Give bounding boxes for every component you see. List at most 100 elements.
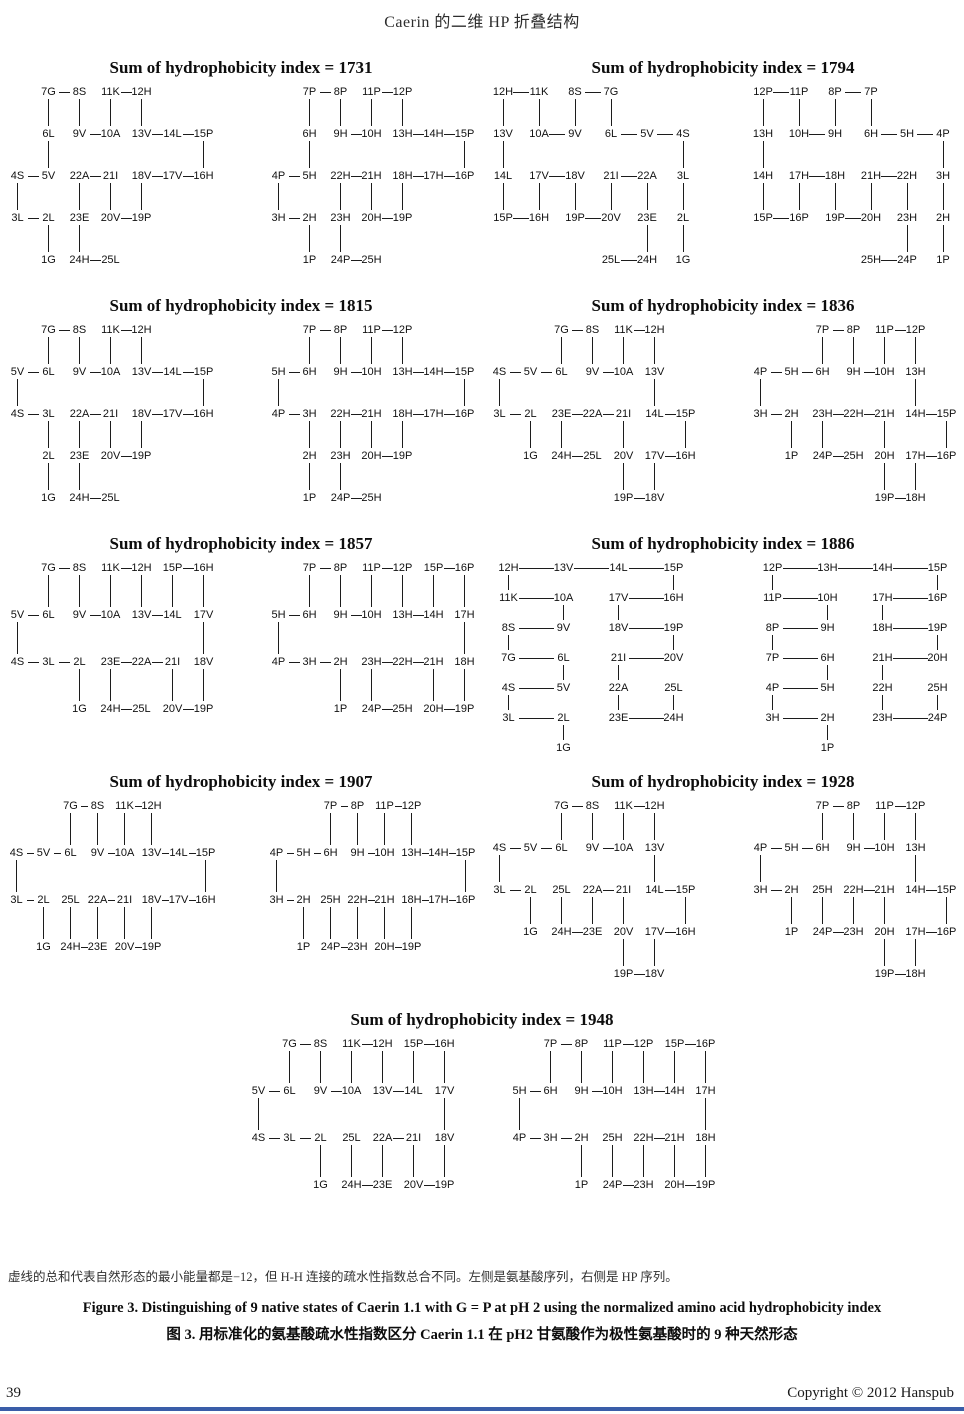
residue-node: 12H <box>492 86 514 98</box>
residue-node: 11K <box>101 86 120 98</box>
residue-node: 14L <box>163 128 182 140</box>
peptide-bond <box>782 718 818 719</box>
residue-node: 15P <box>927 562 948 574</box>
peptide-bond <box>124 907 125 939</box>
residue-node: 5H <box>899 128 915 140</box>
peptide-bond <box>27 615 39 616</box>
peptide-bond <box>881 176 897 177</box>
peptide-bond <box>773 218 789 219</box>
residue-node: 24H <box>663 712 684 724</box>
residue-node: 8S <box>72 324 87 336</box>
residue-node: 10H <box>817 592 838 604</box>
peptide-bond <box>27 218 39 219</box>
residue-node: 19P <box>193 703 214 715</box>
residue-node: 2L <box>557 712 570 724</box>
residue-node: 13H <box>392 609 413 621</box>
residue-node: 16H <box>663 592 684 604</box>
residue-node: 8S <box>568 86 582 98</box>
residue-node: 12H <box>372 1038 393 1050</box>
residue-node: 11P <box>362 86 381 98</box>
peptide-bond <box>443 414 455 415</box>
residue-node: 17H <box>788 170 810 182</box>
residue-node: 5V <box>523 366 538 378</box>
peptide-bond <box>412 372 424 373</box>
residue-node: 7G <box>41 86 56 98</box>
residue-node: 22H <box>392 656 413 668</box>
peptide-bond <box>575 183 576 210</box>
residue-node: 13H <box>752 128 774 140</box>
peptide-bond <box>80 947 88 948</box>
residue-node: 8P <box>846 324 861 336</box>
peptide-bond <box>623 939 624 966</box>
residue-node: 4S <box>10 408 25 420</box>
residue-node: 6H <box>302 609 317 621</box>
peptide-bond <box>563 605 564 620</box>
peptide-bond <box>151 907 152 939</box>
residue-node: 24H <box>69 254 90 266</box>
residue-node: 11P <box>375 800 394 812</box>
peptide-bond <box>943 225 944 252</box>
residue-node: 17H <box>905 450 926 462</box>
residue-node: 6L <box>64 847 77 859</box>
residue-node: 20V <box>601 212 621 224</box>
residue-node: 1G <box>675 254 691 266</box>
residue-node: 23E <box>87 941 108 953</box>
peptide-bond <box>770 848 782 849</box>
residue-node: 8S <box>313 1038 328 1050</box>
residue-node: 13H <box>905 366 926 378</box>
peptide-bond <box>832 932 844 933</box>
peptide-bond <box>705 1098 706 1130</box>
peptide-bond <box>822 337 823 364</box>
peptide-bond <box>151 615 163 616</box>
residue-node: 2L <box>314 1132 327 1144</box>
residue-node: 6L <box>604 128 618 140</box>
peptide-bond <box>320 1145 321 1177</box>
peptide-bond <box>413 1051 414 1083</box>
residue-node: 15P <box>936 408 957 420</box>
peptide-bond <box>381 330 393 331</box>
residue-node: 9H <box>574 1085 589 1097</box>
residue-node: 17H <box>695 1085 716 1097</box>
residue-node: 18V <box>131 408 152 420</box>
residue-node: 19P <box>613 968 634 980</box>
peptide-bond <box>278 183 279 210</box>
residue-node: 17V <box>168 894 189 906</box>
residue-node: 2H <box>935 212 951 224</box>
residue-node: 24P <box>897 254 917 266</box>
peptide-bond <box>48 575 49 607</box>
peptide-bond <box>134 947 142 948</box>
peptide-bond <box>350 176 362 177</box>
residue-node: 20H <box>860 212 882 224</box>
peptide-bond <box>309 99 310 126</box>
peptide-bond <box>17 379 18 406</box>
residue-node: 18H <box>401 894 422 906</box>
peptide-bond <box>182 568 194 569</box>
peptide-bond <box>172 575 173 607</box>
peptide-bond <box>313 853 321 854</box>
peptide-bond <box>943 141 944 168</box>
residue-node: 22A <box>582 408 603 420</box>
peptide-bond <box>330 907 331 939</box>
residue-node: 23E <box>69 450 90 462</box>
residue-node: 6L <box>283 1085 296 1097</box>
peptide-bond <box>351 1145 352 1177</box>
residue-node: 14L <box>404 1085 423 1097</box>
peptide-bond <box>371 99 372 126</box>
residue-node: 20H <box>361 212 382 224</box>
peptide-bond <box>618 665 619 680</box>
residue-node: 10H <box>874 366 895 378</box>
residue-node: 8P <box>828 86 842 98</box>
peptide-bond <box>835 183 836 210</box>
peptide-bond <box>278 379 279 406</box>
panel-title: Sum of hydrophobicity index = 1857 <box>109 534 373 553</box>
residue-node: 24P <box>602 1179 623 1191</box>
peptide-bond <box>141 421 142 448</box>
peptide-bond <box>837 568 873 569</box>
residue-node: 3L <box>283 1132 296 1144</box>
peptide-bond <box>884 939 885 966</box>
residue-node: 16H <box>528 212 550 224</box>
